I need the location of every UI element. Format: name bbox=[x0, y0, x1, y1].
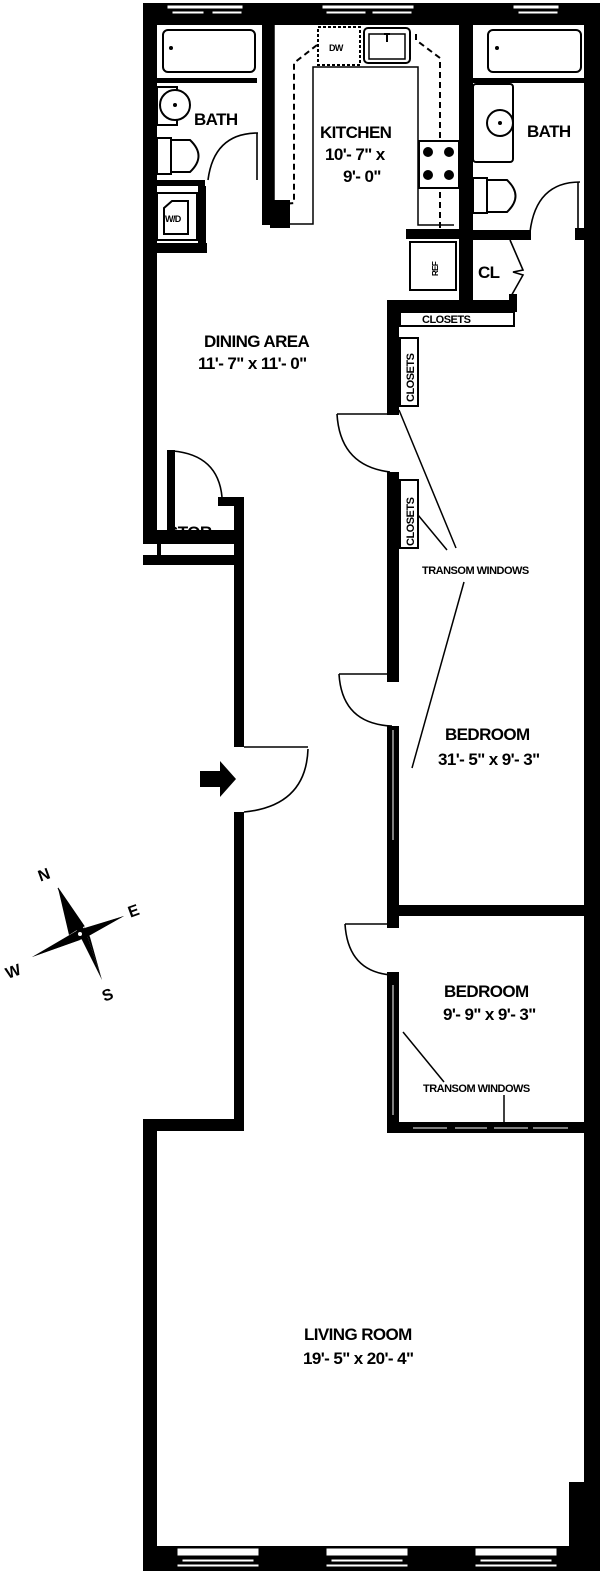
compass-east: E bbox=[126, 902, 142, 922]
refrigerator bbox=[409, 241, 457, 291]
kitchen-sink bbox=[363, 27, 411, 64]
room-label-bedroom-2: BEDROOM bbox=[444, 982, 529, 1001]
bedroom-1-walls: CLOSETS CLOSETS CLOSETS TRANSOM WINDOWS … bbox=[336, 300, 600, 916]
bedroom-1-dimensions: 31'- 5" x 9'- 3" bbox=[438, 750, 540, 769]
bathtub-left bbox=[162, 29, 256, 73]
dishwasher-label: DW bbox=[329, 43, 344, 53]
bedroom-2-dimensions: 9'- 9" x 9'- 3" bbox=[443, 1005, 536, 1024]
living-dimensions: 19'- 5" x 20'- 4" bbox=[303, 1349, 413, 1368]
washer-dryer-label: W/D bbox=[165, 214, 182, 224]
top-windows bbox=[166, 4, 560, 15]
entry-door[interactable] bbox=[200, 746, 309, 813]
kitchen-dimensions-line2: 9'- 0" bbox=[343, 167, 381, 186]
bedroom-2-walls: TRANSOM WINDOWS BEDROOM 9'- 9" x 9'- 3" bbox=[344, 916, 600, 1133]
right-bath: BATH bbox=[472, 29, 584, 240]
stove bbox=[418, 140, 460, 189]
transom-windows-label-2: TRANSOM WINDOWS bbox=[423, 1083, 530, 1095]
left-bath: W/D BATH bbox=[156, 20, 274, 253]
closet-label-upper: CLOSETS bbox=[405, 353, 417, 402]
room-label-cl: CL bbox=[478, 263, 500, 282]
room-label-living: LIVING ROOM bbox=[304, 1325, 412, 1344]
closet-label-top: CLOSETS bbox=[422, 314, 471, 326]
storage: STOR bbox=[143, 450, 244, 565]
transom-windows-label-1: TRANSOM WINDOWS bbox=[422, 565, 529, 577]
kitchen-dimensions-line1: 10'- 7" x bbox=[325, 145, 386, 164]
room-label-bath-left: BATH bbox=[194, 110, 238, 129]
compass-west: W bbox=[3, 961, 24, 982]
refrigerator-label: REF bbox=[431, 261, 440, 276]
room-label-dining: DINING AREA bbox=[204, 332, 309, 351]
dishwasher bbox=[317, 26, 361, 66]
entry-arrow-icon bbox=[200, 761, 236, 797]
cl-closet: CL bbox=[462, 239, 525, 302]
kitchen: DW KITCHEN 10'- 7" x 9'- 0" REF bbox=[270, 20, 473, 300]
compass-icon: N E S W bbox=[3, 866, 142, 1006]
compass-south: S bbox=[100, 986, 116, 1006]
compass-north: N bbox=[36, 866, 52, 886]
dining-dimensions: 11'- 7" x 11'- 0" bbox=[198, 354, 307, 373]
room-label-kitchen: KITCHEN bbox=[320, 123, 392, 142]
room-label-bedroom-1: BEDROOM bbox=[445, 725, 530, 744]
bottom-windows bbox=[176, 1547, 558, 1568]
bathtub-right bbox=[487, 29, 582, 73]
room-label-storage: STOR bbox=[167, 523, 212, 542]
room-label-bath-right: BATH bbox=[527, 122, 571, 141]
closet-label-lower: CLOSETS bbox=[405, 497, 417, 546]
